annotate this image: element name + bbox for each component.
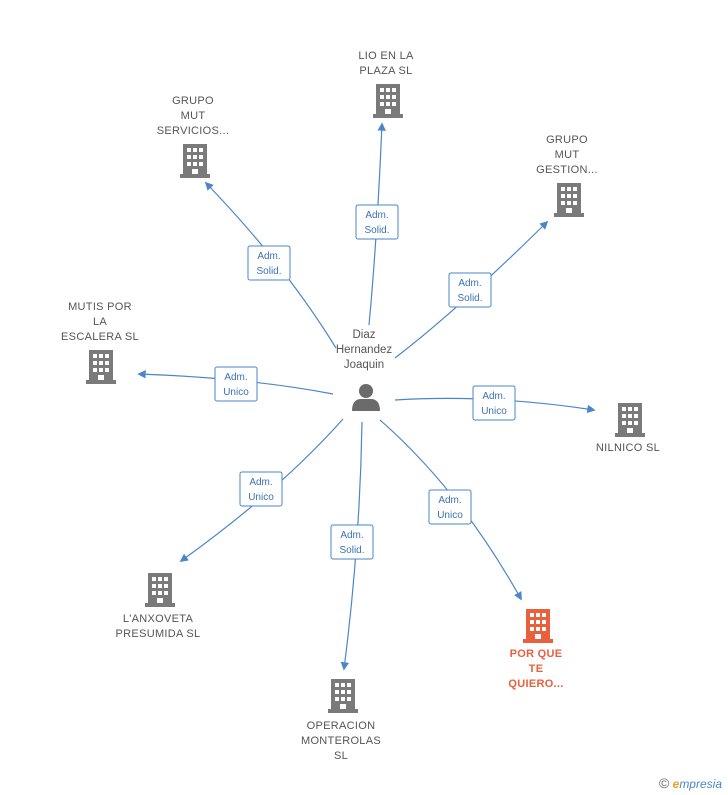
building-icon <box>615 403 645 437</box>
company-label-line: PRESUMIDA SL <box>116 628 201 640</box>
building-icon <box>523 609 553 643</box>
relation-text-line: Adm. <box>365 210 388 221</box>
company-label-line: ESCALERA SL <box>61 331 139 343</box>
company-label-line: SERVICIOS... <box>157 125 229 137</box>
company-label-line: LIO EN LA <box>358 50 414 62</box>
relation-badge-nilnico[interactable]: Adm. Unico <box>472 385 516 421</box>
relation-text-line: Adm. <box>458 278 481 289</box>
relation-badge-box <box>472 385 516 421</box>
relation-badge-box <box>428 489 472 525</box>
relation-text-line: Solid. <box>339 545 364 556</box>
center-name-line-2: Hernandez <box>336 344 393 356</box>
company-label-line: MUT <box>181 110 206 122</box>
company-label-line: TE <box>529 663 544 675</box>
relation-badge-box <box>247 245 291 281</box>
relation-text-line: Unico <box>223 387 249 398</box>
building-icon <box>86 350 116 384</box>
relation-badge-porque[interactable]: Adm. Unico <box>428 489 472 525</box>
relation-badge-grupo-mut-servicios[interactable]: Adm. Solid. <box>247 245 291 281</box>
brand-logo-text: mpresia <box>679 777 722 791</box>
footer-brand: © empresia <box>659 775 722 791</box>
building-icon <box>180 144 210 178</box>
relation-badge-anxoveta[interactable]: Adm. Unico <box>239 471 283 507</box>
relation-text-line: Solid. <box>256 266 281 277</box>
company-node-grupo-mut-servicios[interactable]: GRUPO MUT SERVICIOS... <box>157 95 229 178</box>
relation-text-line: Adm. <box>249 477 272 488</box>
relation-badge-box <box>330 524 374 560</box>
relation-text-line: Solid. <box>364 225 389 236</box>
company-label-line: NILNICO SL <box>596 442 660 454</box>
relation-text-line: Unico <box>437 510 463 521</box>
company-node-porque[interactable]: POR QUE TE QUIERO... <box>508 609 563 690</box>
copyright-symbol: © <box>658 775 670 791</box>
center-person-node[interactable]: Diaz Hernandez Joaquin <box>336 329 393 411</box>
company-label-line: MONTEROLAS <box>301 735 381 747</box>
relation-text-line: Adm. <box>224 372 247 383</box>
company-node-grupo-mut-gestion[interactable]: GRUPO MUT GESTION... <box>536 134 598 217</box>
relation-text-line: Solid. <box>457 293 482 304</box>
company-label-line: GESTION... <box>536 164 598 176</box>
relation-text-line: Unico <box>248 492 274 503</box>
company-node-mutis[interactable]: MUTIS POR LA ESCALERA SL <box>61 301 139 384</box>
relation-text-line: Adm. <box>482 391 505 402</box>
relation-badge-operacion[interactable]: Adm. Solid. <box>330 524 374 560</box>
relation-badge-box <box>214 366 258 402</box>
building-icon <box>145 573 175 607</box>
company-node-anxoveta[interactable]: L'ANXOVETA PRESUMIDA SL <box>116 573 201 640</box>
relation-text-line: Adm. <box>257 251 280 262</box>
company-label-line: GRUPO <box>172 95 214 107</box>
company-label-line: POR QUE <box>510 648 563 660</box>
center-name-line-1: Diaz <box>352 329 375 341</box>
building-icon <box>328 679 358 713</box>
company-label-line: SL <box>334 750 348 762</box>
relation-badge-box <box>448 272 492 308</box>
company-label-line: MUTIS POR <box>68 301 132 313</box>
company-label-line: L'ANXOVETA <box>123 613 194 625</box>
relation-text-line: Unico <box>481 406 507 417</box>
relation-badge-box <box>239 471 283 507</box>
company-node-operacion[interactable]: OPERACION MONTEROLAS SL <box>301 679 381 762</box>
relation-badge-mutis[interactable]: Adm. Unico <box>214 366 258 402</box>
company-node-lio[interactable]: LIO EN LA PLAZA SL <box>358 50 414 118</box>
relation-badge-box <box>355 204 399 240</box>
building-icon <box>554 183 584 217</box>
center-name-line-3: Joaquin <box>344 359 384 371</box>
relation-badge-lio[interactable]: Adm. Solid. <box>355 204 399 240</box>
company-label-line: GRUPO <box>546 134 588 146</box>
relation-badge-grupo-mut-gestion[interactable]: Adm. Solid. <box>448 272 492 308</box>
company-label-line: LA <box>93 316 107 328</box>
company-label-line: QUIERO... <box>508 678 563 690</box>
relation-text-line: Adm. <box>438 495 461 506</box>
person-icon <box>352 384 380 411</box>
building-icon <box>373 84 403 118</box>
company-label-line: OPERACION <box>307 720 376 732</box>
relation-text-line: Adm. <box>340 530 363 541</box>
company-node-nilnico[interactable]: NILNICO SL <box>596 403 660 454</box>
company-label-line: MUT <box>555 149 580 161</box>
brand-logo-e: e <box>672 777 680 791</box>
company-label-line: PLAZA SL <box>359 65 412 77</box>
